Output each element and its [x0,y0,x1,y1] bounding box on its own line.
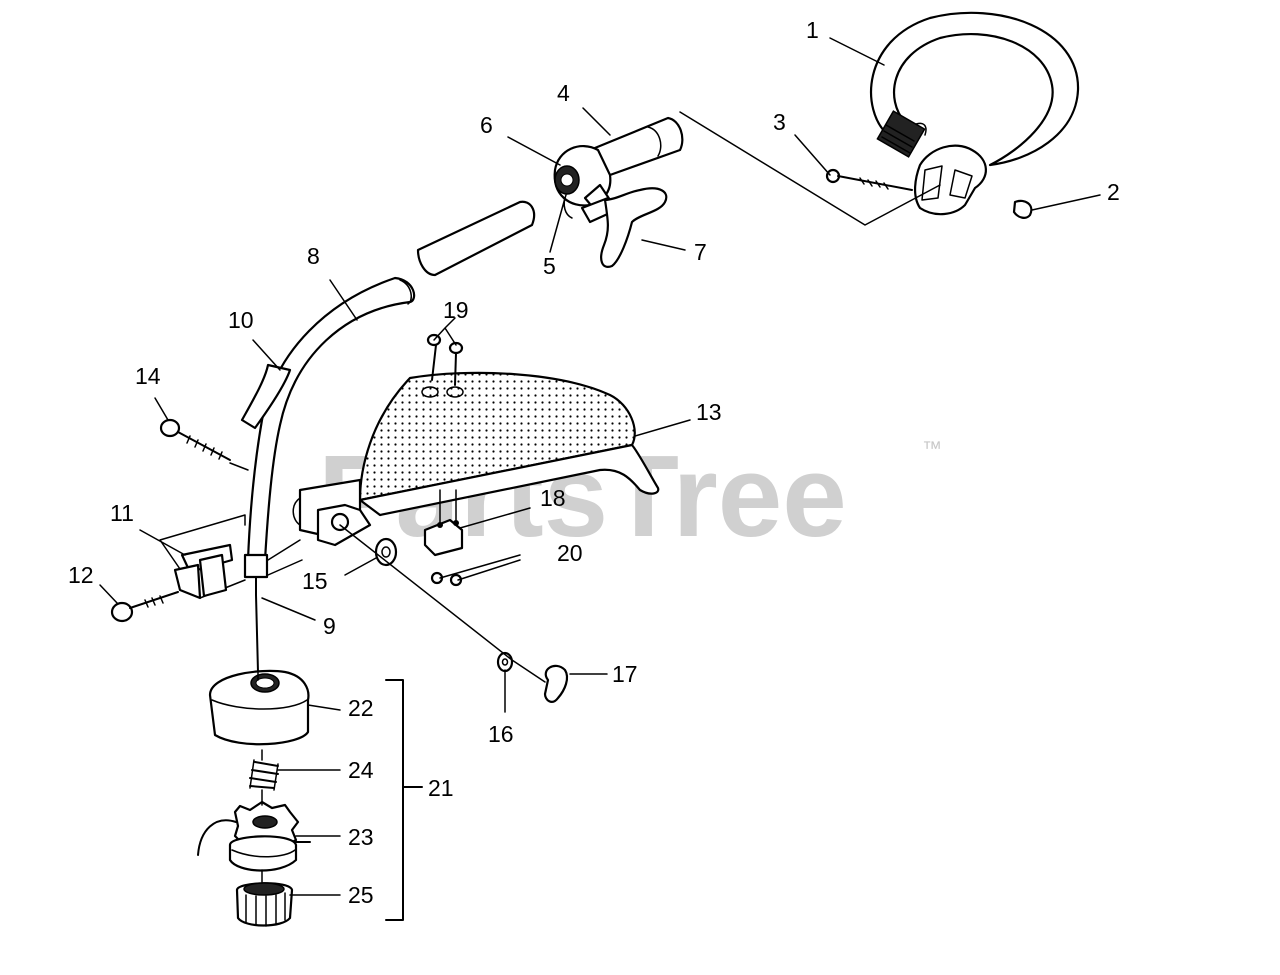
callout-2: 2 [1107,179,1120,205]
part-3-bolt [825,168,913,191]
callout-19: 19 [443,297,469,323]
callout-23: 24 [348,757,374,783]
callout-11: 11 [110,500,134,526]
callout-12: 12 [68,562,94,588]
callout-6: 6 [480,112,493,138]
part-11-bracket [159,514,246,600]
callout-16: 16 [488,721,514,747]
leader-lines [99,37,1101,896]
callout-8: 8 [307,243,320,269]
part-12-bolt [110,591,179,623]
callout-14: 14 [135,363,161,389]
callout-labels: 1 2 3 4 5 6 7 8 9 10 11 12 13 14 15 16 1… [68,17,1120,908]
callout-13: 13 [696,399,722,425]
assembly-bracket-21 [385,679,423,921]
callout-4: 4 [557,80,570,106]
callout-17: 17 [612,661,638,687]
part-9-drive-cable [255,594,259,673]
callout-25: 25 [348,882,374,908]
part-1-loop-handle [870,11,1080,216]
part-23-spool [197,800,311,872]
callout-3: 3 [773,109,786,135]
part-2-clip [1012,199,1033,219]
callout-20: 20 [557,540,583,566]
part-13-guard [292,371,660,547]
part-7-knob [580,187,668,268]
callout-18: 18 [540,485,566,511]
part-4-upper-shaft [588,116,684,177]
part-15-washer [374,537,398,567]
part-25-bump-knob [235,882,294,927]
part-18-spacer [423,518,464,557]
part-22-housing [208,669,310,746]
part-16-washer [496,651,514,673]
callout-23b: 23 [348,824,374,850]
callout-15: 15 [302,568,328,594]
part-24-spring [249,759,279,791]
callout-5: 5 [543,253,556,279]
part-shaft-segment [416,200,536,277]
callout-1: 1 [806,17,819,43]
callout-22: 22 [348,695,374,721]
callout-9: 9 [323,613,336,639]
part-17-eclip [543,664,569,703]
callout-21: 21 [428,775,454,801]
part-20-nuts [430,489,463,587]
watermark-trademark: ™ [922,438,942,460]
callout-7: 7 [694,239,707,265]
part-10-sleeve [240,363,292,430]
part-14-bolt [159,418,231,461]
callout-10: 10 [228,307,254,333]
